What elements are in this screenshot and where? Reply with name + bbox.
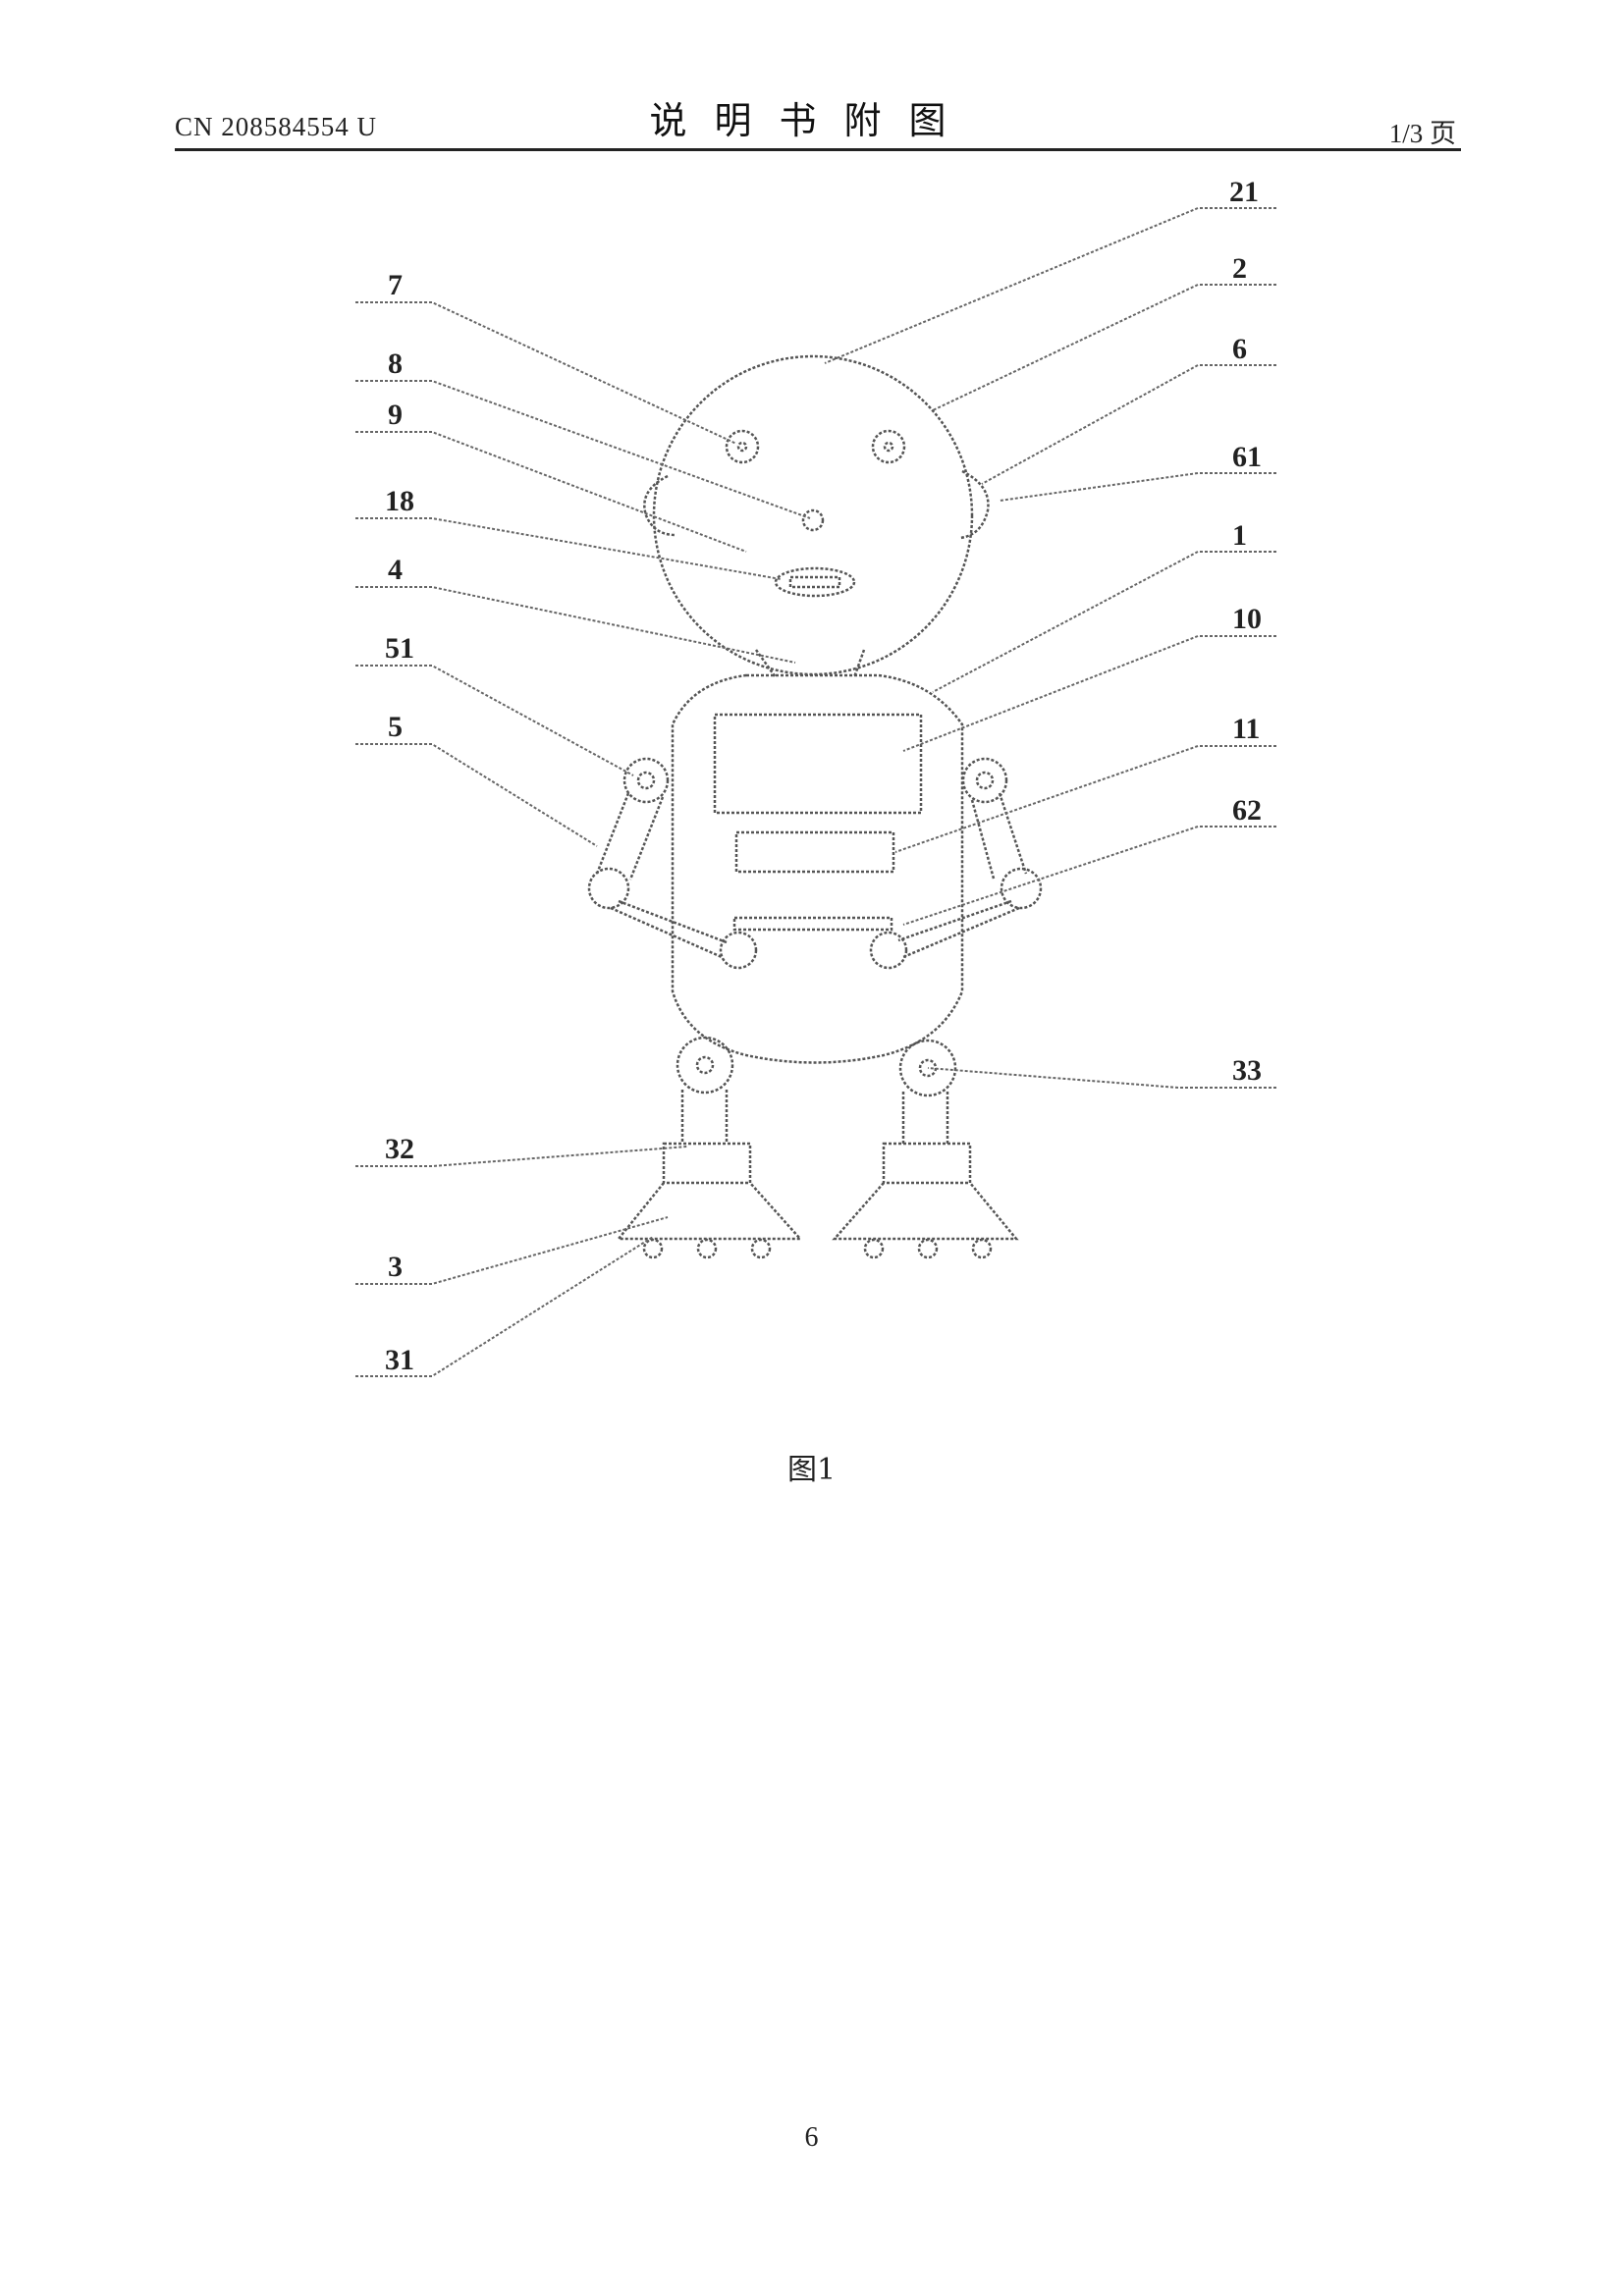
mouth xyxy=(776,568,854,596)
label-51: 51 xyxy=(385,632,414,665)
label-18: 18 xyxy=(385,485,414,517)
left-hip-joint xyxy=(677,1038,732,1093)
label-21: 21 xyxy=(1229,176,1259,208)
label-10: 10 xyxy=(1232,603,1262,635)
label-8: 8 xyxy=(388,347,403,380)
label-61: 61 xyxy=(1232,441,1262,473)
right-hand xyxy=(871,933,906,968)
label-1: 1 xyxy=(1232,519,1247,552)
label-9: 9 xyxy=(388,399,403,431)
page-number: 6 xyxy=(0,2122,1623,2154)
right-ear xyxy=(960,471,988,538)
label-62: 62 xyxy=(1232,794,1262,827)
tray xyxy=(734,918,892,930)
robot-figure: 21 2 6 61 1 10 11 62 33 7 8 9 18 4 51 5 … xyxy=(0,0,1623,1433)
label-2: 2 xyxy=(1232,252,1247,285)
left-ankle xyxy=(664,1144,750,1183)
label-33: 33 xyxy=(1232,1054,1262,1087)
right-foot xyxy=(835,1183,1016,1239)
label-5: 5 xyxy=(388,711,403,743)
right-eye xyxy=(873,431,904,462)
robot-head xyxy=(654,356,972,674)
left-eye xyxy=(727,431,758,462)
left-hand xyxy=(721,933,756,968)
label-31: 31 xyxy=(385,1344,414,1376)
keypad xyxy=(736,832,893,872)
right-ankle xyxy=(884,1144,970,1183)
label-4: 4 xyxy=(388,554,403,586)
right-elbow-joint xyxy=(1001,869,1041,908)
label-7: 7 xyxy=(388,269,403,301)
figure-caption: 图1 xyxy=(0,1445,1623,1488)
label-3: 3 xyxy=(388,1251,403,1283)
left-shoulder-joint xyxy=(624,759,668,802)
nose xyxy=(803,510,823,530)
left-foot xyxy=(619,1183,800,1239)
left-ear xyxy=(644,476,676,535)
display-screen xyxy=(715,715,921,813)
left-elbow-joint xyxy=(589,869,628,908)
label-6: 6 xyxy=(1232,333,1247,365)
label-11: 11 xyxy=(1232,713,1260,745)
label-32: 32 xyxy=(385,1133,414,1165)
